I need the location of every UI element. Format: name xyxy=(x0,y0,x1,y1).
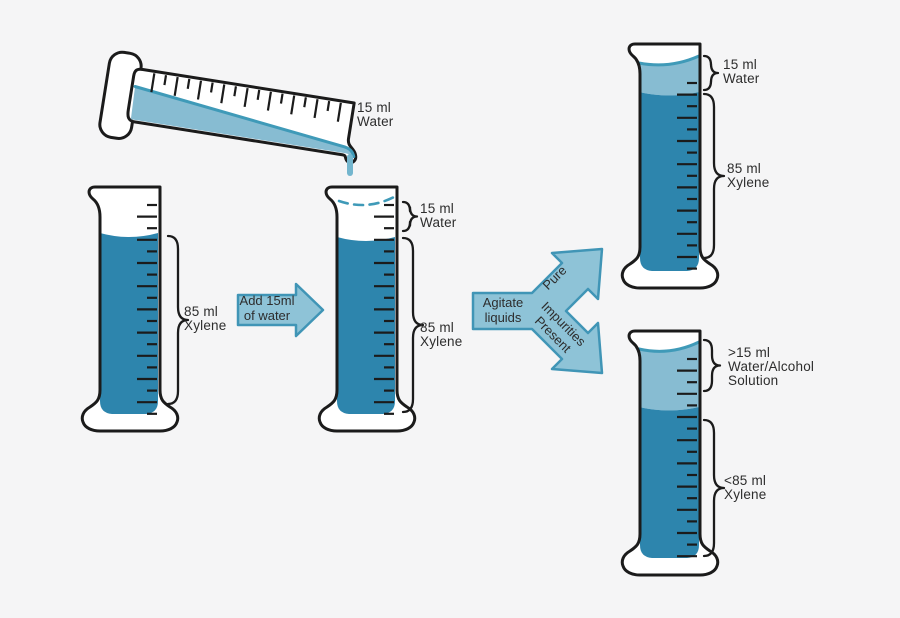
add-water-arrow xyxy=(236,282,325,338)
pure-water-surface xyxy=(637,54,701,67)
impure-water-label: >15 ml Water/Alcohol Solution xyxy=(728,345,815,388)
left-xylene-fill xyxy=(100,233,158,414)
middle-water-label: 15 ml Water xyxy=(420,201,457,230)
dashed-water-level-line xyxy=(337,194,398,207)
brace-middle-xylene xyxy=(401,236,425,414)
impure-xylene-fill xyxy=(639,407,699,558)
left-cylinder-graphic xyxy=(80,185,180,433)
add-water-arrow-label: Add 15ml of water xyxy=(239,293,295,323)
pour-water-label: 15 ml Water xyxy=(357,100,394,129)
pure-water-label: 15 ml Water xyxy=(723,57,760,86)
middle-cylinder-ticks xyxy=(374,203,394,415)
impure-cylinder-ticks xyxy=(677,357,697,558)
agitate-branch-arrow xyxy=(471,247,604,375)
left-cylinder-ticks xyxy=(137,203,157,415)
pouring-water-fill xyxy=(130,86,354,157)
brace-left-xylene xyxy=(166,234,190,406)
pouring-water-surface xyxy=(133,84,356,159)
impure-cylinder-graphic xyxy=(620,329,720,577)
pure-xylene-label: 85 ml Xylene xyxy=(727,161,770,190)
pure-cylinder-ticks xyxy=(677,81,697,270)
middle-xylene-label: 85 ml Xylene xyxy=(420,320,463,349)
middle-cylinder-graphic xyxy=(317,185,417,433)
middle-xylene-fill xyxy=(337,237,395,414)
pouring-cylinder-graphic xyxy=(98,50,358,165)
left-xylene-label: 85 ml Xylene xyxy=(184,304,227,333)
pure-cylinder-graphic xyxy=(620,42,720,290)
impure-xylene-label: <85 ml Xylene xyxy=(724,473,767,502)
brace-middle-water xyxy=(401,200,419,233)
brace-pure-xylene xyxy=(702,92,726,260)
brace-impure-water xyxy=(702,338,722,393)
agitate-arrow-label: Agitate liquids xyxy=(482,295,524,325)
pouring-cylinder-ticks xyxy=(150,73,342,122)
impure-water-surface xyxy=(637,340,701,353)
brace-pure-water xyxy=(702,54,720,92)
brace-impure-xylene xyxy=(702,418,726,558)
pure-xylene-fill xyxy=(639,92,699,271)
